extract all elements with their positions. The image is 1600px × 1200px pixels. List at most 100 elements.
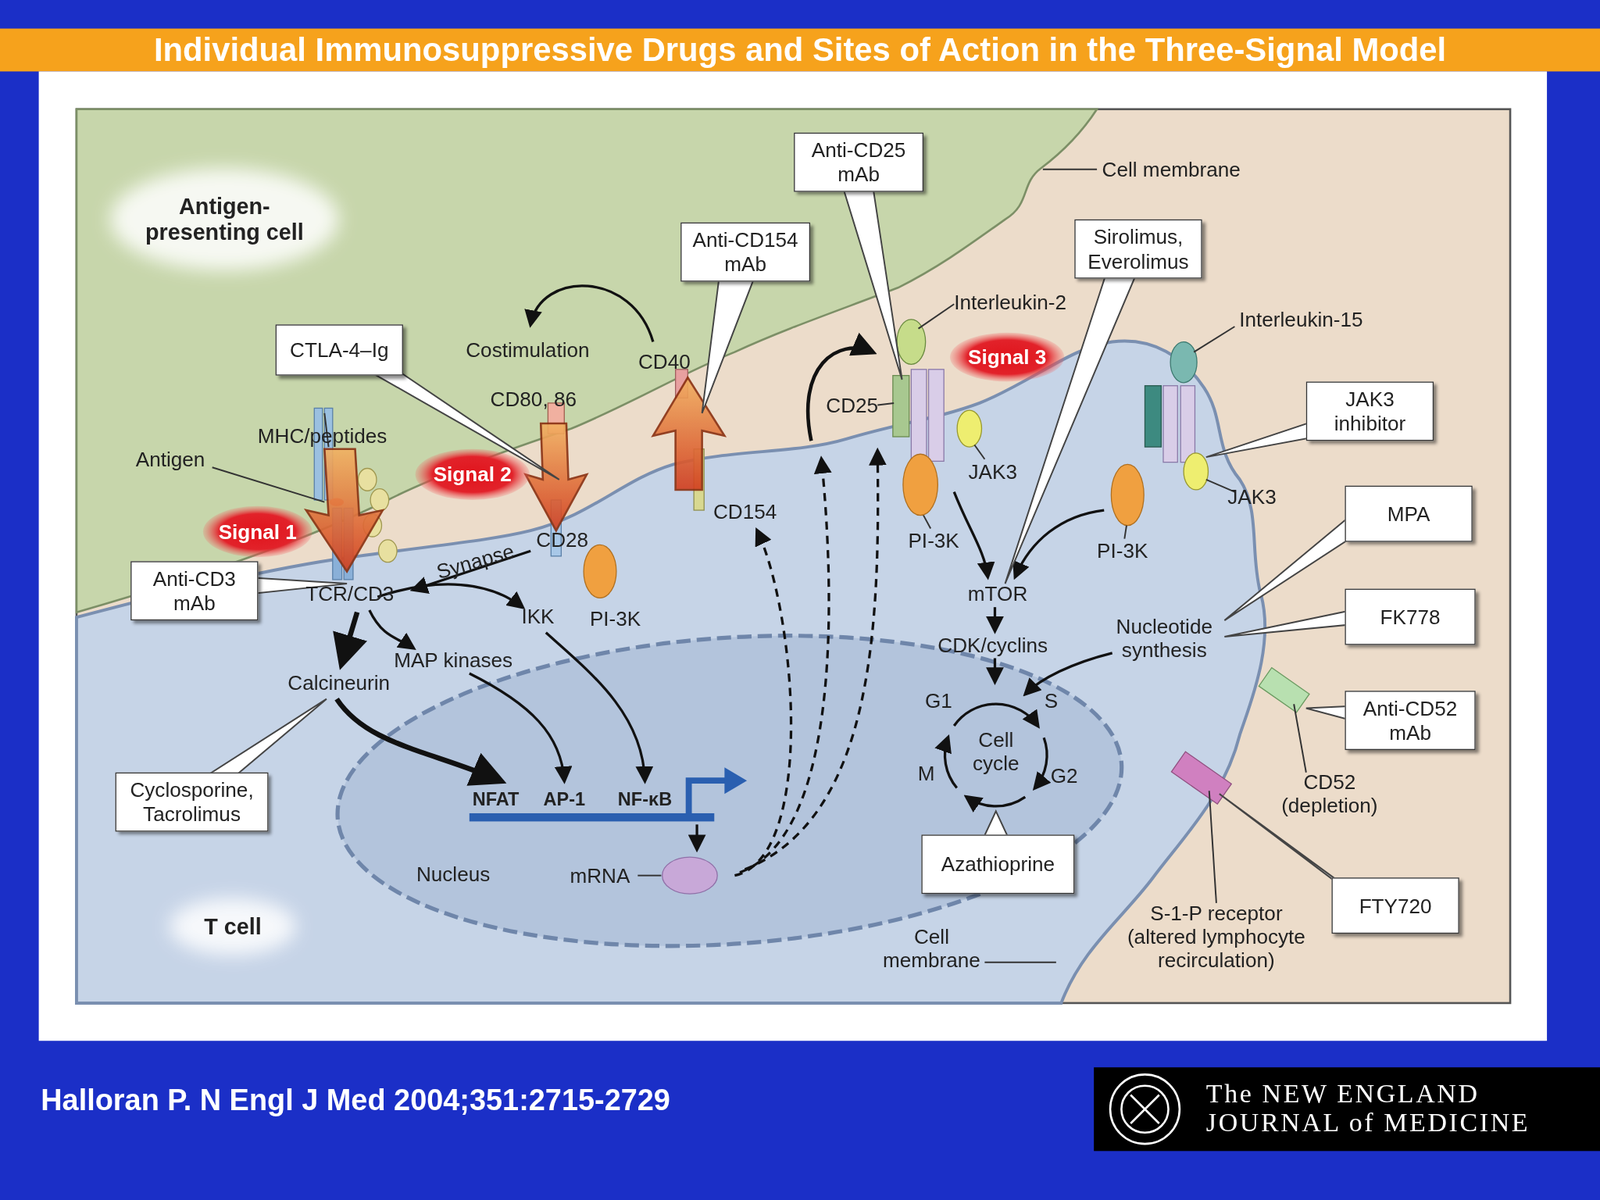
journal-seal: [1121, 1085, 1168, 1133]
part-label: mTOR: [967, 582, 1028, 606]
part-label: NFAT: [472, 788, 520, 810]
part-label: Costimulation: [465, 338, 590, 362]
callout-box: FK778: [1344, 589, 1475, 646]
part-label: Interleukin-15: [1239, 307, 1363, 332]
part-label: Synapse: [434, 539, 518, 584]
part-label: Interleukin-2: [953, 290, 1067, 315]
leader-line: [212, 467, 325, 502]
part-label: PI-3K: [907, 528, 959, 553]
oval-shape: [950, 332, 1065, 383]
il2-receptor: [928, 369, 945, 462]
cell-cycle-arrow: [1035, 737, 1047, 788]
part-label: CD28: [535, 528, 589, 552]
il15-receptor: [1183, 453, 1208, 490]
tcr-complex: [314, 407, 322, 500]
label-glow: [169, 897, 297, 955]
node-text: Signal 3: [967, 345, 1047, 369]
part-label: Calcineurin: [287, 671, 390, 695]
apc-region: [76, 109, 1097, 613]
node-text: Signal 2: [433, 462, 512, 486]
part-label: Antigen: [135, 447, 206, 472]
callout-pointer: [1005, 270, 1139, 584]
node-text: MPA: [1387, 501, 1431, 526]
part-label: G1: [925, 689, 953, 713]
signal-arrow-line: [369, 610, 414, 648]
signal-oval: Signal 2: [421, 453, 524, 497]
part-label: mRNA: [569, 864, 630, 888]
callout-box: CTLA-4–Ig: [275, 324, 404, 375]
journal-seal: [1130, 1094, 1160, 1124]
part-label: CD25: [825, 393, 879, 418]
part-label: PI-3K: [589, 606, 641, 630]
callout-box: Anti-CD3 mAb: [130, 560, 258, 621]
oval-shape: [415, 449, 530, 500]
mrna-molecule: [662, 857, 718, 894]
callout-box: JAK3 inhibitor: [1306, 381, 1434, 441]
leader-line: [974, 444, 985, 459]
part-label: CD154: [713, 499, 777, 523]
callout-box: MPA: [1344, 485, 1472, 543]
node-text: Signal 1: [218, 519, 297, 543]
gene-promoter: [724, 767, 747, 794]
white-panel: [39, 71, 1547, 1041]
signal-arrow: [306, 449, 383, 572]
tcr-complex: [370, 489, 390, 512]
signal-arrow-line: [469, 673, 565, 781]
il15-receptor: [1180, 385, 1195, 463]
part-label: T cell: [203, 914, 261, 940]
node-text: Anti-CD3 mAb: [139, 566, 250, 616]
mrna-dashed-arrow: [734, 530, 791, 875]
il2-receptor: [910, 369, 927, 462]
node-text: Anti-CD25 mAb: [803, 137, 915, 187]
part-label: IKK: [521, 604, 554, 629]
node-text: Anti-CD154 mAb: [689, 227, 801, 277]
cell-cycle-arrow: [966, 796, 1025, 807]
part-label: S-1-P receptor (altered lymphocyte recir…: [1119, 901, 1314, 972]
node-text: FK778: [1380, 604, 1441, 629]
leader-line: [1293, 703, 1307, 773]
signal-arrow: [653, 377, 725, 490]
signal-arrow-line: [993, 607, 997, 631]
il15-receptor: [1144, 385, 1161, 447]
leader-line: [984, 961, 1056, 964]
node-text: Cyclosporine, Tacrolimus: [124, 777, 259, 827]
part-label: CD52 (depletion): [1268, 770, 1392, 818]
node-text: The NEW ENGLAND JOURNAL of MEDICINE: [1206, 1079, 1590, 1139]
callout-box: Cyclosporine, Tacrolimus: [115, 772, 269, 833]
leader-line: [923, 515, 931, 529]
gene-promoter: [689, 780, 727, 814]
part-label: AP-1: [543, 788, 586, 810]
callout-box: FTY720: [1331, 877, 1459, 934]
gene-promoter: [469, 767, 747, 822]
callout-pointer: [199, 183, 1363, 898]
label-glow: [110, 168, 340, 272]
part-label: Cell membrane: [880, 925, 983, 973]
il2-receptor: [903, 453, 938, 515]
illustration-frame: [76, 109, 1511, 1004]
callout-pointer: [1224, 510, 1362, 621]
part-label: Cell membrane: [1102, 157, 1241, 182]
node-text: CTLA-4–Ig: [289, 337, 389, 362]
leader-line: [1193, 326, 1235, 353]
part-label: M: [917, 761, 936, 786]
il2-receptor: [892, 375, 910, 437]
part-label: NF-κB: [617, 788, 672, 810]
leader-line: [1042, 168, 1097, 171]
callout-pointer: [702, 275, 756, 414]
pi3k-molecule: [583, 544, 617, 598]
il15-receptor: [1110, 464, 1144, 525]
part-label: TCR/CD3: [305, 582, 394, 606]
signal-arrow-line: [342, 612, 358, 664]
tcr-complex: [378, 539, 398, 563]
leader-line: [1209, 790, 1217, 904]
callout-box: Azathioprine: [921, 834, 1075, 894]
part-label: Antigen-presenting cell: [132, 193, 317, 246]
signal-arrow-line: [695, 824, 698, 849]
signal-arrow-line: [993, 657, 997, 682]
il15-receptor: [1163, 385, 1178, 463]
part-label: JAK3: [968, 459, 1018, 483]
nucleus: [327, 610, 1133, 972]
journal-logo: The NEW ENGLAND JOURNAL of MEDICINE: [1093, 1067, 1600, 1151]
